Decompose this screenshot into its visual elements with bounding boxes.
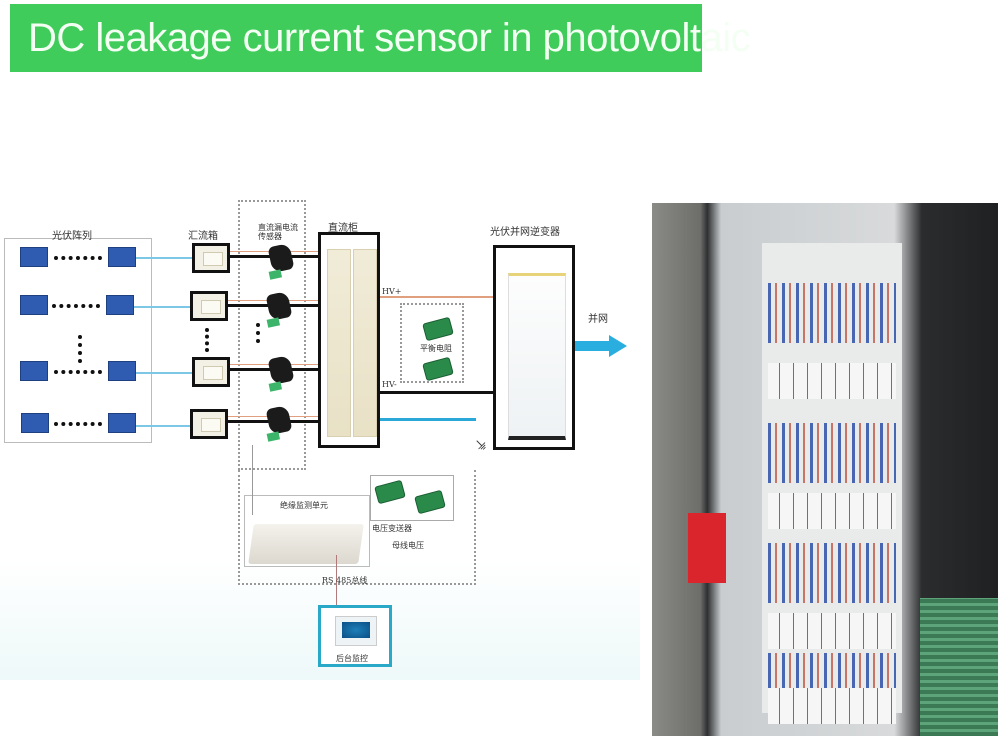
leakage-sensor-label: 直流漏电流传感器 [258, 223, 298, 241]
breaker-row [768, 363, 896, 399]
wiring-row [768, 543, 896, 603]
breaker-rack [762, 243, 902, 724]
wiring-row [768, 423, 896, 483]
sensor-zone-border [238, 200, 306, 470]
rs485-wire [336, 555, 337, 607]
ground-line [380, 418, 476, 421]
combiner-box [190, 409, 228, 439]
combiner-box [192, 243, 230, 273]
balance-resistor-zone [400, 303, 464, 383]
signal-wire [252, 445, 253, 515]
inverter-label: 光伏并网逆变器 [490, 227, 560, 238]
monitoring-zone-border [238, 470, 476, 585]
vertical-ellipsis [256, 323, 264, 343]
pv-cable [136, 257, 192, 259]
banner-title: DC leakage current sensor in photovoltai… [28, 16, 751, 60]
combiner-box-label: 汇流箱 [188, 231, 218, 242]
dotted-connector [52, 304, 100, 312]
breaker-row [768, 613, 896, 649]
title-banner: DC leakage current sensor in photovoltai… [10, 4, 751, 72]
grid-inverter [493, 245, 575, 450]
ground-symbol: ⏚ [471, 435, 493, 457]
solar-panel [108, 413, 136, 433]
solar-panel [106, 295, 134, 315]
solar-panel [108, 361, 136, 381]
solar-panel [20, 295, 48, 315]
backend-monitoring-label: 后台监控 [336, 654, 368, 663]
balance-resistor-label: 平衡电阻 [420, 344, 452, 353]
red-stool [688, 513, 726, 583]
pv-cable [136, 425, 192, 427]
cabinet-door [327, 249, 351, 437]
voltage-transmitter-label: 电压变送器 [372, 524, 412, 533]
inverter-unit [508, 273, 566, 440]
vertical-ellipsis [205, 328, 213, 352]
dotted-connector [54, 256, 102, 264]
vertical-ellipsis [78, 335, 86, 363]
insulation-monitoring-unit [244, 495, 370, 567]
solar-panel [108, 247, 136, 267]
dc-cabinet-label: 直流柜 [328, 223, 358, 234]
dotted-connector [54, 370, 102, 378]
hv-plus-label: HV+ [382, 287, 402, 296]
solar-panel [20, 247, 48, 267]
cable-tray [920, 598, 998, 736]
solar-panel [21, 413, 49, 433]
pv-array-frame [4, 238, 152, 443]
dc-cabinet [318, 232, 380, 448]
backend-monitor [318, 605, 392, 667]
combiner-box [192, 357, 230, 387]
voltage-transmitter-frame [370, 475, 454, 521]
cabinet-door [353, 249, 377, 437]
pv-cable [134, 306, 192, 308]
dotted-connector [54, 422, 102, 430]
rs485-bus-label: RS 485总线 [322, 576, 368, 585]
pv-cable [136, 372, 192, 374]
monitoring-device [248, 524, 364, 564]
system-diagram: 光伏阵列 汇流箱 直流漏电流传感器 直流柜 HV+ HV- [0, 195, 640, 685]
breaker-row [768, 493, 896, 529]
solar-panel [20, 361, 48, 381]
hv-minus-line [380, 391, 494, 394]
wiring-row [768, 283, 896, 343]
pv-array-label: 光伏阵列 [52, 231, 92, 242]
hv-plus-line [380, 296, 494, 298]
combiner-box [190, 291, 228, 321]
hv-minus-label: HV- [382, 380, 397, 389]
grid-arrow-icon [575, 335, 627, 357]
grid-label: 并网 [588, 314, 608, 325]
cabinet-photo [652, 203, 998, 736]
breaker-row [768, 688, 896, 724]
monitor-screen [335, 616, 377, 646]
bus-voltage-label: 母线电压 [392, 541, 424, 550]
insulation-unit-label: 绝缘监测单元 [280, 501, 328, 510]
